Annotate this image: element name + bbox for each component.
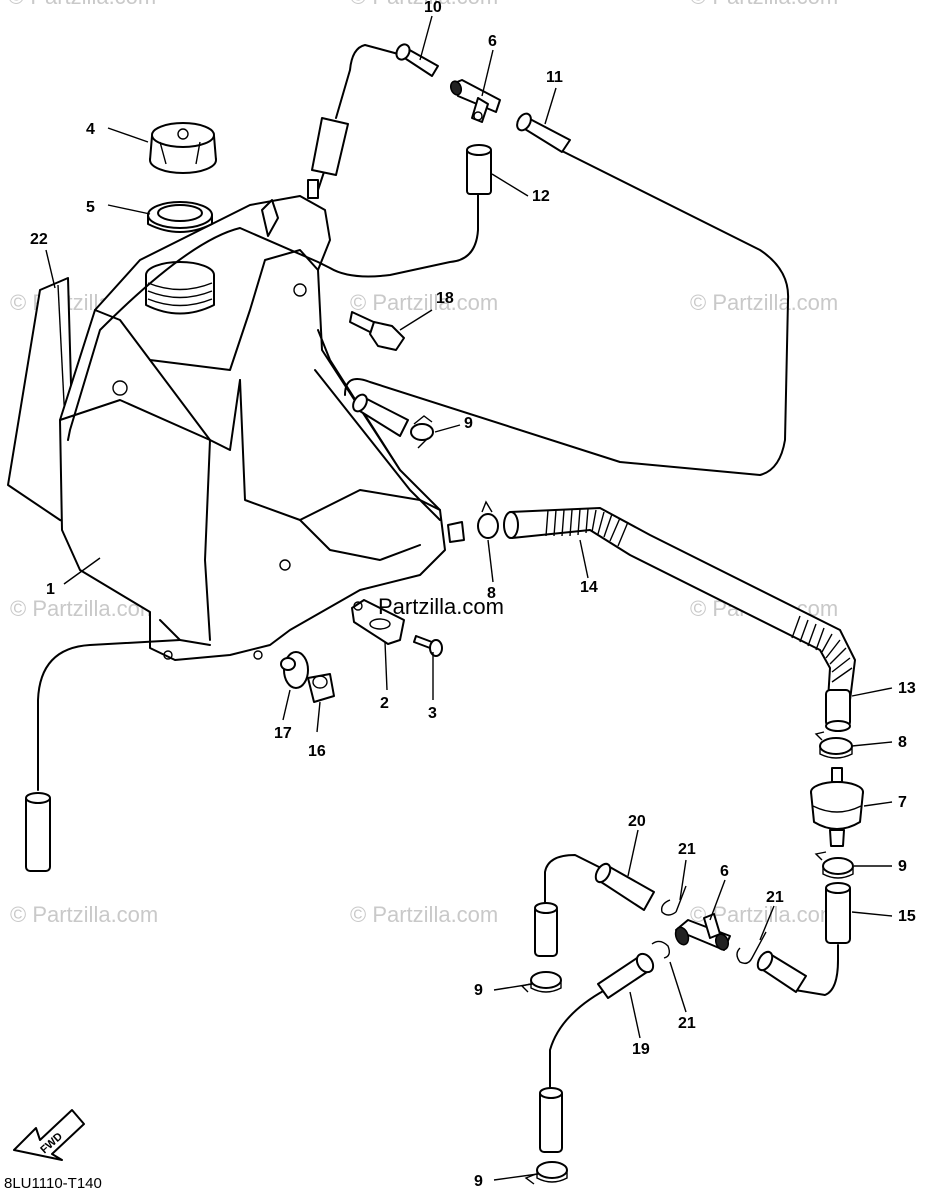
callout-18: 18 bbox=[436, 290, 454, 307]
watermark-main: Partzilla.com bbox=[378, 594, 504, 619]
leader-lines bbox=[45, 15, 893, 1181]
hose-lower-right bbox=[756, 950, 807, 993]
callout-11: 11 bbox=[546, 69, 563, 86]
callout-10: 10 bbox=[424, 0, 442, 16]
callout-8: 8 bbox=[898, 734, 907, 751]
callout-8: 8 bbox=[487, 585, 496, 602]
part-6-tee-fitting-lower bbox=[674, 913, 731, 951]
callout-17: 17 bbox=[274, 725, 292, 742]
part-19-hose bbox=[597, 952, 655, 999]
callout-9: 9 bbox=[464, 415, 473, 432]
part-11-hose bbox=[516, 112, 571, 153]
diagram-code: 8LU1110-T140 bbox=[4, 1175, 102, 1192]
callout-16: 16 bbox=[308, 743, 326, 760]
callout-12: 12 bbox=[532, 188, 550, 205]
callout-labels: 4 5 22 1 10 6 11 12 18 9 8 14 2 3 17 16 … bbox=[30, 0, 916, 1190]
part-20-hose bbox=[594, 862, 655, 911]
breather-hose-routing bbox=[37, 44, 839, 1091]
callout-9: 9 bbox=[474, 982, 483, 999]
watermark: © Partzilla.com bbox=[350, 902, 498, 927]
part-3-screw bbox=[413, 635, 443, 657]
part-10-hose bbox=[311, 43, 439, 176]
callout-21: 21 bbox=[678, 841, 696, 858]
part-8-clamp bbox=[477, 500, 499, 539]
part-9-clamp-lower-left bbox=[520, 971, 562, 993]
watermark: © Partzilla.com bbox=[690, 290, 838, 315]
part-5-gasket bbox=[147, 201, 213, 233]
hose-left-end bbox=[25, 792, 51, 872]
part-12-hose bbox=[466, 144, 492, 195]
hose-lower-left bbox=[534, 902, 558, 957]
watermark: © Partzilla.com bbox=[350, 0, 498, 9]
callout-9: 9 bbox=[474, 1173, 483, 1190]
part-16-collar bbox=[307, 673, 335, 703]
callout-4: 4 bbox=[86, 121, 95, 138]
callout-7: 7 bbox=[898, 794, 907, 811]
callout-5: 5 bbox=[86, 199, 95, 216]
part-21-clips bbox=[651, 885, 767, 965]
callout-21: 21 bbox=[678, 1015, 696, 1032]
callout-21: 21 bbox=[766, 889, 784, 906]
part-7-fuel-filter bbox=[810, 767, 864, 847]
callout-9: 9 bbox=[898, 858, 907, 875]
part-9-hose-and-clamp bbox=[352, 393, 434, 441]
callout-1: 1 bbox=[46, 581, 55, 598]
part-9-clamp-bottom bbox=[524, 1161, 568, 1185]
callout-20: 20 bbox=[628, 813, 646, 830]
callout-22: 22 bbox=[30, 231, 48, 248]
callout-6: 6 bbox=[720, 863, 729, 880]
part-6-tee-fitting bbox=[449, 79, 501, 123]
watermark: © Partzilla.com bbox=[10, 902, 158, 927]
hose-bottom bbox=[539, 1087, 563, 1153]
callout-15: 15 bbox=[898, 908, 916, 925]
watermark: © Partzilla.com bbox=[690, 0, 838, 9]
callout-19: 19 bbox=[632, 1041, 650, 1058]
part-8-clamp-lower bbox=[814, 731, 853, 759]
part-17-damper bbox=[280, 651, 309, 689]
part-18-bolt bbox=[349, 311, 405, 351]
callout-3: 3 bbox=[428, 705, 437, 722]
callout-6: 6 bbox=[488, 33, 497, 50]
watermark: © Partzilla.com bbox=[8, 0, 156, 9]
part-4-tank-cap bbox=[149, 122, 217, 174]
part-2-bracket bbox=[351, 599, 405, 645]
callout-14: 14 bbox=[580, 579, 598, 596]
fwd-arrow-icon: FWD bbox=[13, 1109, 85, 1161]
callout-2: 2 bbox=[380, 695, 389, 712]
part-9-clamp-right bbox=[814, 851, 854, 879]
part-13-hose bbox=[825, 689, 851, 732]
part-1-fuel-tank bbox=[59, 179, 465, 661]
watermark: © Partzilla.com bbox=[350, 290, 498, 315]
part-15-hose bbox=[825, 882, 851, 944]
callout-13: 13 bbox=[898, 680, 916, 697]
